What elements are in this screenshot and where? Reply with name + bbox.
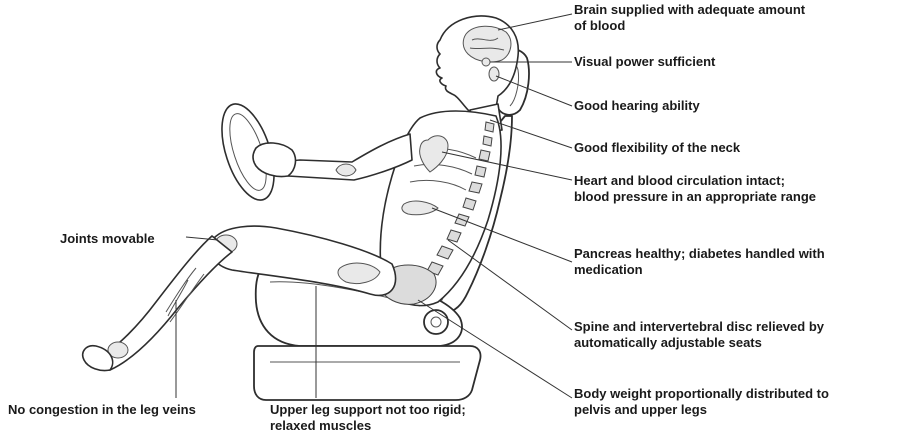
label-visual: Visual power sufficient bbox=[574, 54, 715, 70]
label-heart-line1: Heart and blood circulation intact; bbox=[574, 173, 816, 189]
label-pancreas-line1: Pancreas healthy; diabetes handled with bbox=[574, 246, 825, 262]
label-hearing: Good hearing ability bbox=[574, 98, 700, 114]
label-joints: Joints movable bbox=[60, 231, 155, 247]
leader-brain bbox=[498, 14, 572, 30]
label-heart-line2: blood pressure in an appropriate range bbox=[574, 189, 816, 205]
label-weight-line1: Body weight proportionally distributed t… bbox=[574, 386, 829, 402]
eye bbox=[482, 58, 490, 66]
label-upper-leg-line2: relaxed muscles bbox=[270, 418, 466, 434]
label-spine-line1: Spine and intervertebral disc relieved b… bbox=[574, 319, 824, 335]
elbow-joint bbox=[336, 164, 356, 176]
label-pancreas-line2: medication bbox=[574, 262, 825, 278]
label-brain: Brain supplied with adequate amount of b… bbox=[574, 2, 805, 34]
label-brain-line1: Brain supplied with adequate amount bbox=[574, 2, 805, 18]
label-spine-line2: automatically adjustable seats bbox=[574, 335, 824, 351]
label-weight-line2: pelvis and upper legs bbox=[574, 402, 829, 418]
ear bbox=[489, 67, 499, 81]
label-neck: Good flexibility of the neck bbox=[574, 140, 740, 156]
label-heart: Heart and blood circulation intact; bloo… bbox=[574, 173, 816, 205]
label-upper-leg: Upper leg support not too rigid; relaxed… bbox=[270, 402, 466, 434]
label-brain-line2: of blood bbox=[574, 18, 805, 34]
brain bbox=[463, 26, 511, 62]
label-weight: Body weight proportionally distributed t… bbox=[574, 386, 829, 418]
label-pancreas: Pancreas healthy; diabetes handled with … bbox=[574, 246, 825, 278]
label-upper-leg-line1: Upper leg support not too rigid; bbox=[270, 402, 466, 418]
seat-base bbox=[254, 346, 481, 400]
label-spine: Spine and intervertebral disc relieved b… bbox=[574, 319, 824, 351]
label-veins: No congestion in the leg veins bbox=[8, 402, 196, 418]
seat-recliner-knob bbox=[424, 310, 448, 334]
